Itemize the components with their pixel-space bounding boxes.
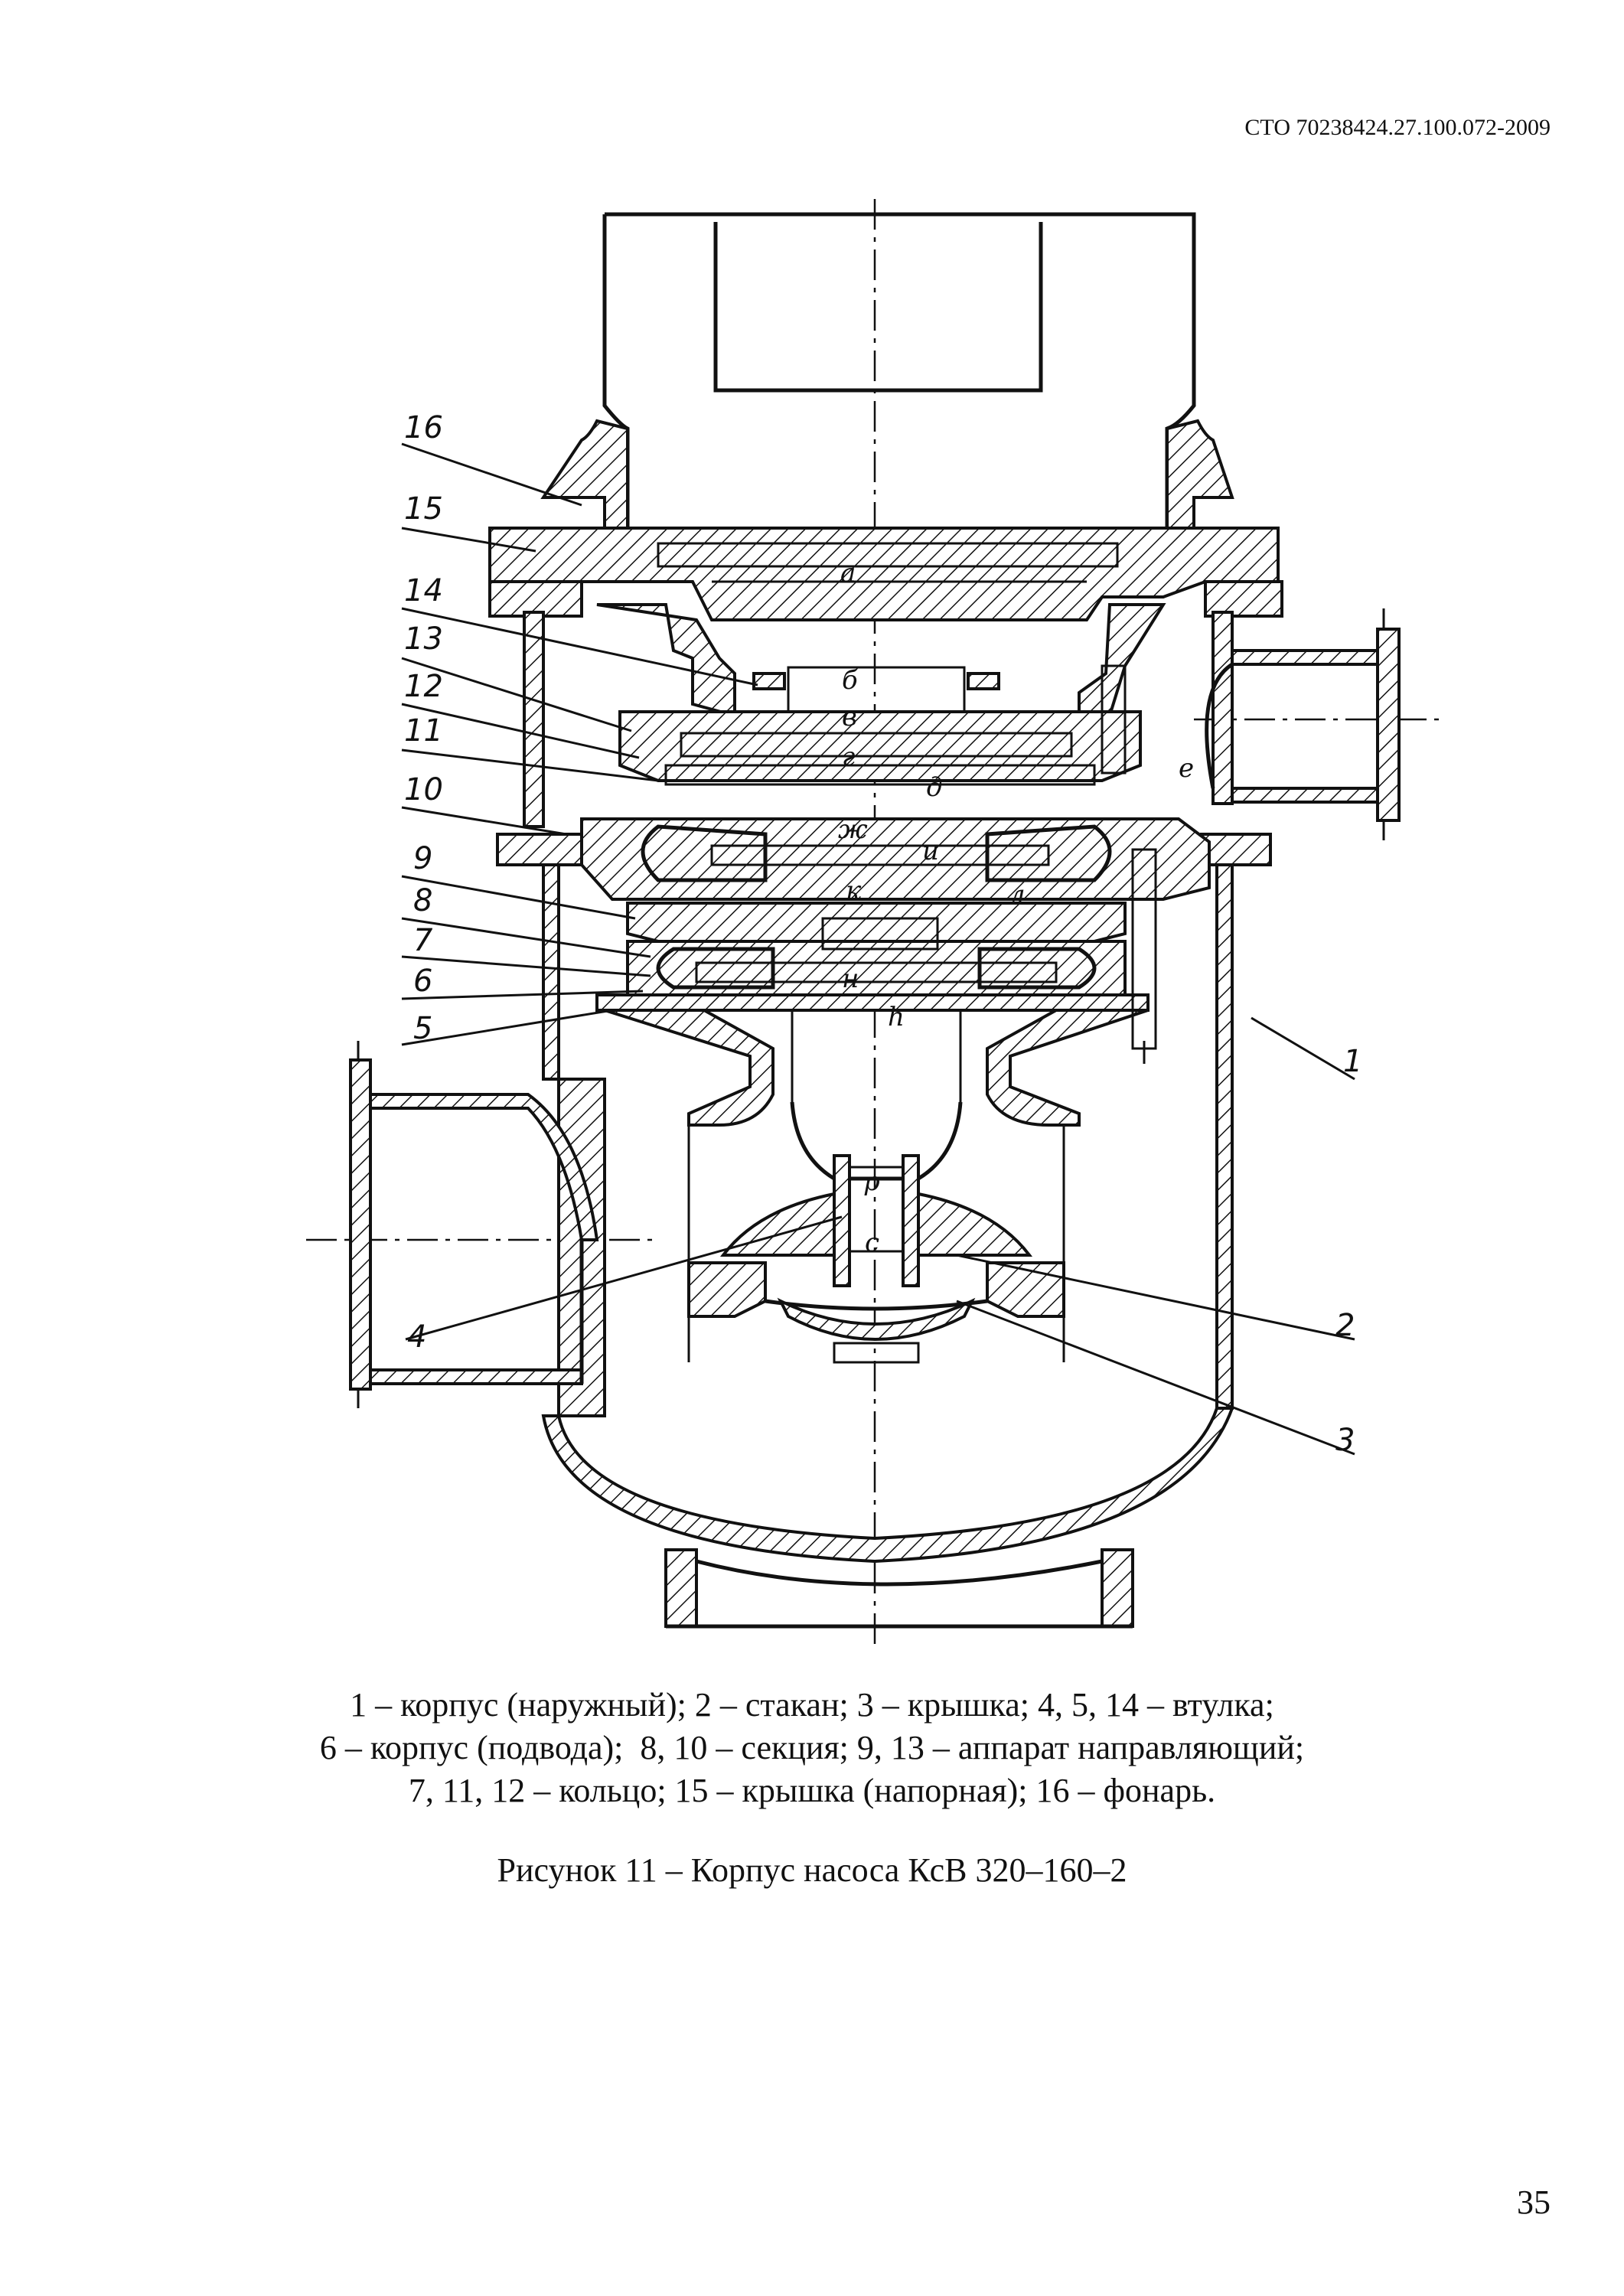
callout-7: 7 [413,923,433,958]
dim-k: к [846,876,862,906]
dim-i: и [922,836,939,866]
dim-l: л [1009,879,1026,910]
leader-lines [401,442,1355,1456]
callout-15: 15 [404,491,443,527]
callout-14: 14 [404,573,443,608]
parts-legend: 1 – корпус (наружный); 2 – стакан; 3 – к… [0,1684,1624,1812]
dim-zh: ж [838,814,868,845]
callout-3: 3 [1335,1423,1355,1458]
dim-e: е [1179,753,1194,784]
callout-12: 12 [404,669,443,704]
callout-4: 4 [407,1319,426,1355]
legend-line: 6 – корпус (подвода); 8, 10 – секция; 9,… [319,1729,1305,1766]
callout-16: 16 [404,410,443,445]
callout-2: 2 [1335,1308,1355,1343]
dim-a: а [840,558,856,589]
lantern-outline [540,212,1234,536]
discharge-pipe [1205,608,1401,840]
stage-stack [496,664,1272,1127]
callout-6: 6 [413,964,432,999]
legend-line: 7, 11, 12 – кольцо; 15 – крышка (напорна… [408,1772,1216,1809]
dim-b: б [842,665,858,696]
dim-h: h [888,1002,905,1032]
lower-chamber [687,1101,1065,1364]
dim-s: с [865,1228,879,1258]
callout-11: 11 [404,713,443,748]
callout-8: 8 [413,883,432,918]
callout-10: 10 [404,772,443,807]
pump-housing-drawing: 16 15 14 13 12 11 10 9 8 7 6 5 1 4 2 3 а… [306,199,1439,1645]
bottom-support [664,1548,1134,1629]
dim-r: р [863,1166,880,1197]
callout-1: 1 [1343,1044,1362,1079]
document-code: СТО 70238424.27.100.072-2009 [1244,115,1551,140]
dim-d: д [926,772,943,803]
callout-9: 9 [413,841,432,876]
legend-line: 1 – корпус (наружный); 2 – стакан; 3 – к… [350,1686,1274,1724]
dim-v: в [842,702,857,732]
page-number: 35 [1517,2183,1551,2221]
dim-g: г [842,742,855,772]
head-cover [488,527,1283,722]
dim-n: н [842,964,859,994]
callout-13: 13 [404,621,443,657]
inlet-pipe [349,1041,599,1408]
callout-5: 5 [413,1011,432,1046]
figure-caption: Рисунок 11 – Корпус насоса КсВ 320–160–2 [497,1851,1127,1889]
